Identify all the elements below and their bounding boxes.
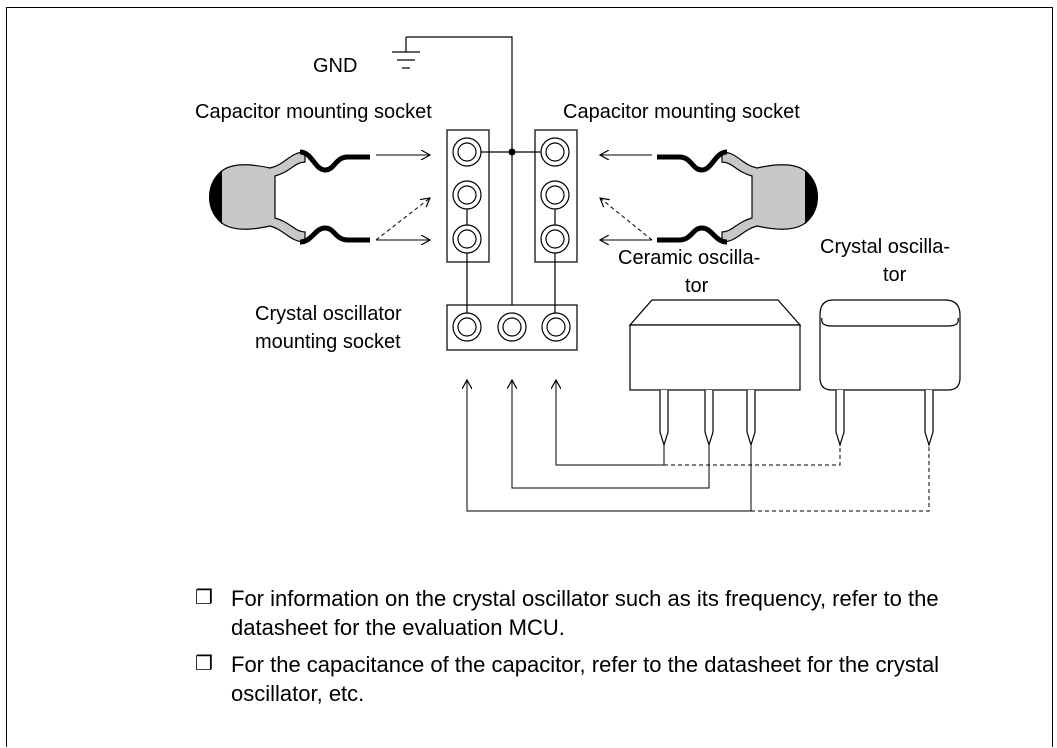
note-item: ❒ For the capacitance of the capacitor, … (195, 650, 1031, 708)
crystal-socket-label-line2: mounting socket (255, 331, 401, 353)
hollow-square-icon: ❒ (195, 587, 213, 609)
note-text: For the capacitance of the capacitor, re… (231, 652, 940, 706)
oscillator-wiring-diagram: GND Capacitor mounting socket Capacitor … (195, 36, 961, 512)
note-item: ❒ For information on the crystal oscilla… (195, 584, 1031, 642)
note-text: For information on the crystal oscillato… (231, 586, 939, 640)
gnd-label: GND (313, 55, 357, 77)
ceramic-oscillator-label-line2: tor (685, 275, 709, 297)
crystal-socket-label-line1: Crystal oscillator (255, 303, 402, 325)
notes-list: ❒ For information on the crystal oscilla… (195, 584, 1031, 716)
crystal-oscillator-label-line1: Crystal oscilla- (820, 236, 950, 258)
crystal-oscillator-label-line2: tor (883, 264, 907, 286)
ceramic-oscillator (628, 299, 802, 448)
ceramic-capacitor-right (657, 149, 818, 245)
capacitor-socket-left (446, 129, 490, 263)
capacitor-socket-left-label: Capacitor mounting socket (195, 101, 432, 123)
ceramic-capacitor-left (209, 149, 370, 245)
figure-frame (6, 7, 1053, 747)
ceramic-oscillator-label-line1: Ceramic oscilla- (618, 247, 760, 269)
capacitor-socket-right (534, 129, 578, 263)
ground-symbol (392, 36, 513, 316)
capacitor-socket-right-label: Capacitor mounting socket (563, 101, 800, 123)
hollow-square-icon: ❒ (195, 653, 213, 675)
junction-dot (508, 148, 516, 156)
oscillator-connection-wires (467, 380, 930, 512)
crystal-oscillator (819, 299, 961, 448)
capacitor-insertion-arrows (375, 155, 653, 240)
